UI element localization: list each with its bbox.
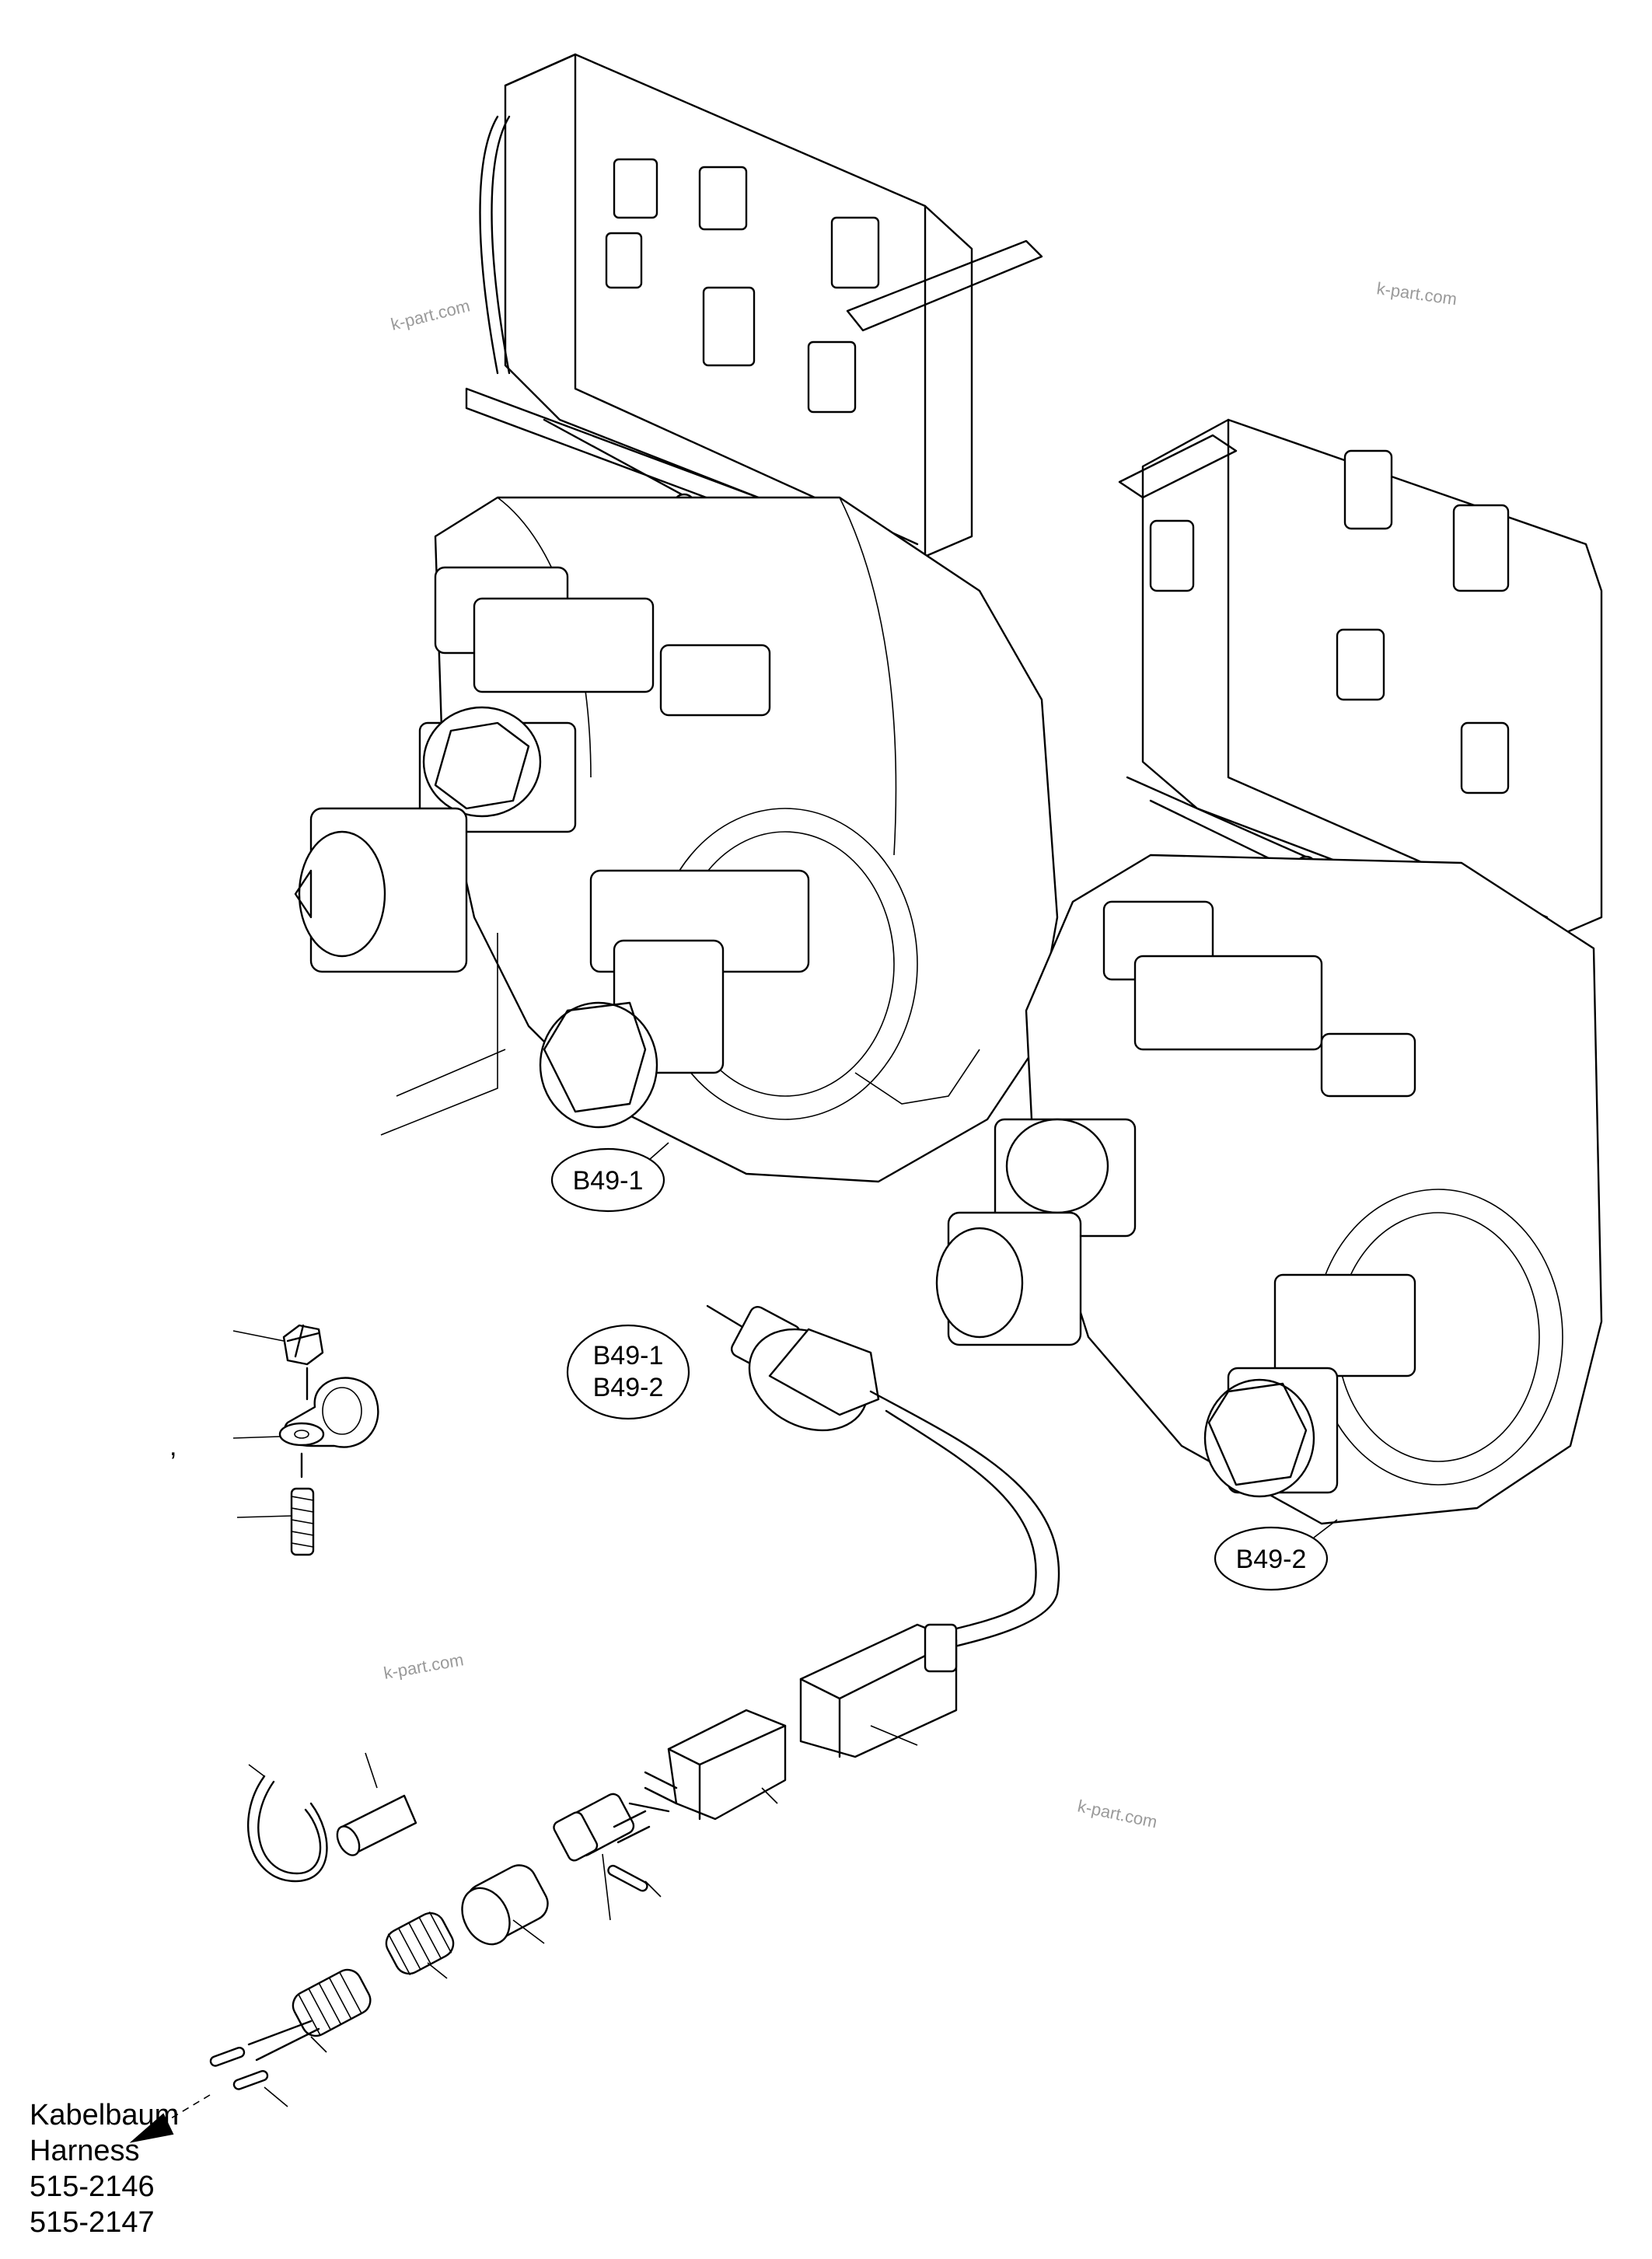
callout-b49-2: B49-2 bbox=[1214, 1519, 1338, 1591]
cable-tie bbox=[247, 1764, 328, 1883]
callout-sensor-variants: B49-1 B49-2 bbox=[566, 1324, 690, 1420]
seal-stack bbox=[209, 1793, 662, 2107]
watermark-top-right: k-part.com bbox=[1375, 278, 1458, 309]
callout-b49-2-label: B49-2 bbox=[1236, 1545, 1307, 1574]
mating-connector bbox=[628, 1709, 787, 1821]
harness-note-german: Kabelbaum bbox=[30, 2099, 179, 2132]
callout-sensor-line2: B49-2 bbox=[593, 1373, 664, 1402]
harness-note-part-2: 515-2147 bbox=[30, 2206, 155, 2239]
callout-sensor-line1: B49-1 bbox=[593, 1341, 664, 1370]
harness-direction-arrowhead bbox=[129, 2113, 174, 2143]
harness-note-part-1: 515-2146 bbox=[30, 2170, 155, 2203]
watermark-middle-left: k-part.com bbox=[382, 1650, 466, 1683]
callout-b49-1-label: B49-1 bbox=[573, 1166, 644, 1196]
pressure-switch-assembly bbox=[706, 1304, 1060, 1758]
watermark-middle-right: k-part.com bbox=[1076, 1796, 1159, 1831]
harness-note: Kabelbaum Harness 515-2146 515-2147 bbox=[30, 2099, 179, 2239]
transmission-assembly-lower bbox=[935, 418, 1603, 1525]
stray-comma: , bbox=[169, 1432, 176, 1461]
harness-note-english: Harness bbox=[30, 2135, 140, 2167]
sleeve-tube bbox=[336, 1752, 417, 1856]
watermark-top-left: k-part.com bbox=[389, 295, 472, 333]
transmission-assembly-upper bbox=[294, 53, 1059, 1183]
clamp-assembly bbox=[232, 1324, 379, 1556]
callout-b49-1: B49-1 bbox=[550, 1142, 669, 1213]
